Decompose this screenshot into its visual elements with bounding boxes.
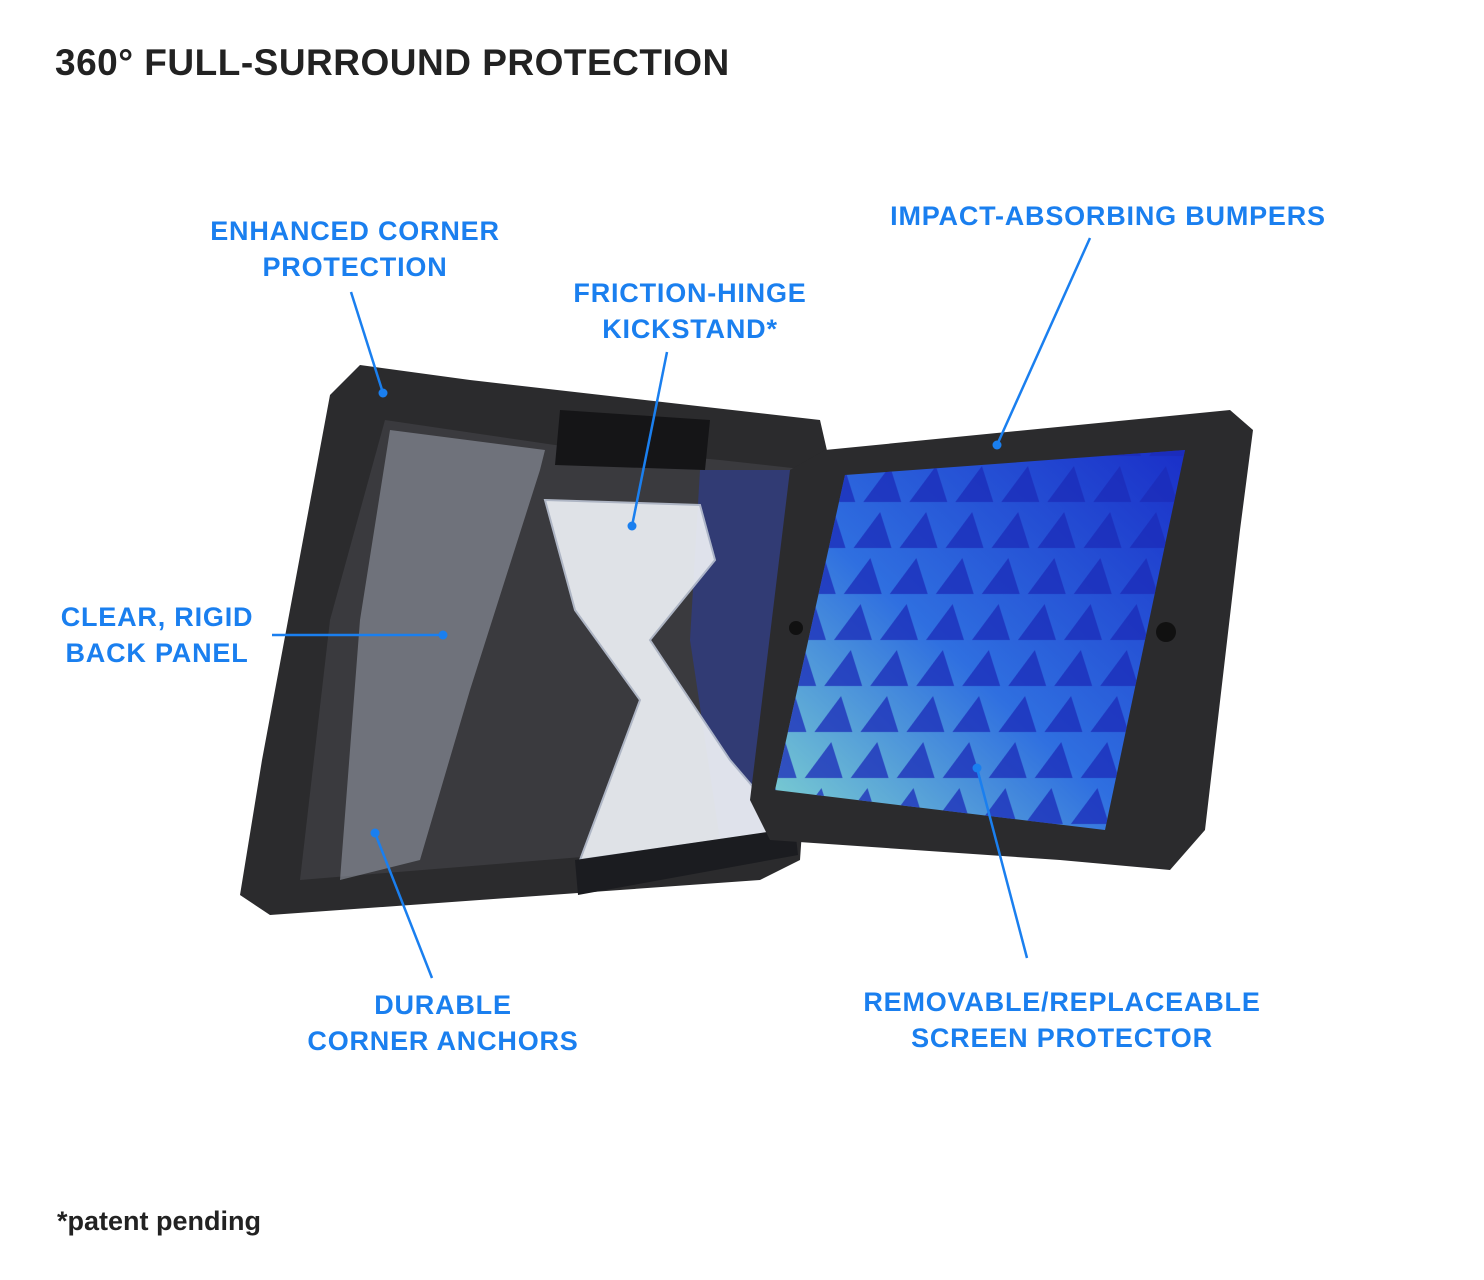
- callout-line: SCREEN PROTECTOR: [911, 1023, 1213, 1053]
- callout-line: IMPACT-ABSORBING BUMPERS: [890, 201, 1326, 231]
- screen-case: [750, 410, 1253, 870]
- callout-line: FRICTION-HINGE: [573, 278, 807, 308]
- callout-line: KICKSTAND*: [602, 314, 778, 344]
- callout-line: REMOVABLE/REPLACEABLE: [863, 987, 1261, 1017]
- callout-corner-protection: ENHANCED CORNER PROTECTION: [210, 213, 500, 285]
- callout-line: CORNER ANCHORS: [307, 1026, 579, 1056]
- footnote: *patent pending: [57, 1206, 261, 1236]
- callout-line: PROTECTION: [262, 252, 448, 282]
- callout-line: BACK PANEL: [65, 638, 249, 668]
- callout-line: DURABLE: [374, 990, 512, 1020]
- home-button-icon: [1156, 622, 1176, 642]
- callout-back-panel: CLEAR, RIGID BACK PANEL: [61, 599, 254, 671]
- callout-corner-anchors: DURABLE CORNER ANCHORS: [307, 987, 578, 1059]
- callout-line: CLEAR, RIGID: [60, 602, 254, 632]
- callout-screen-protector: REMOVABLE/REPLACEABLE SCREEN PROTECTOR: [863, 984, 1260, 1056]
- callout-lines: [272, 237, 1092, 979]
- camera-icon: [789, 621, 803, 635]
- callout-line: ENHANCED CORNER: [210, 216, 500, 246]
- page-title: 360° FULL-SURROUND PROTECTION: [55, 42, 730, 83]
- callout-kickstand: FRICTION-HINGE KICKSTAND*: [573, 275, 806, 347]
- clear-back-panel: [340, 430, 545, 880]
- callout-bumpers: IMPACT-ABSORBING BUMPERS: [890, 198, 1326, 234]
